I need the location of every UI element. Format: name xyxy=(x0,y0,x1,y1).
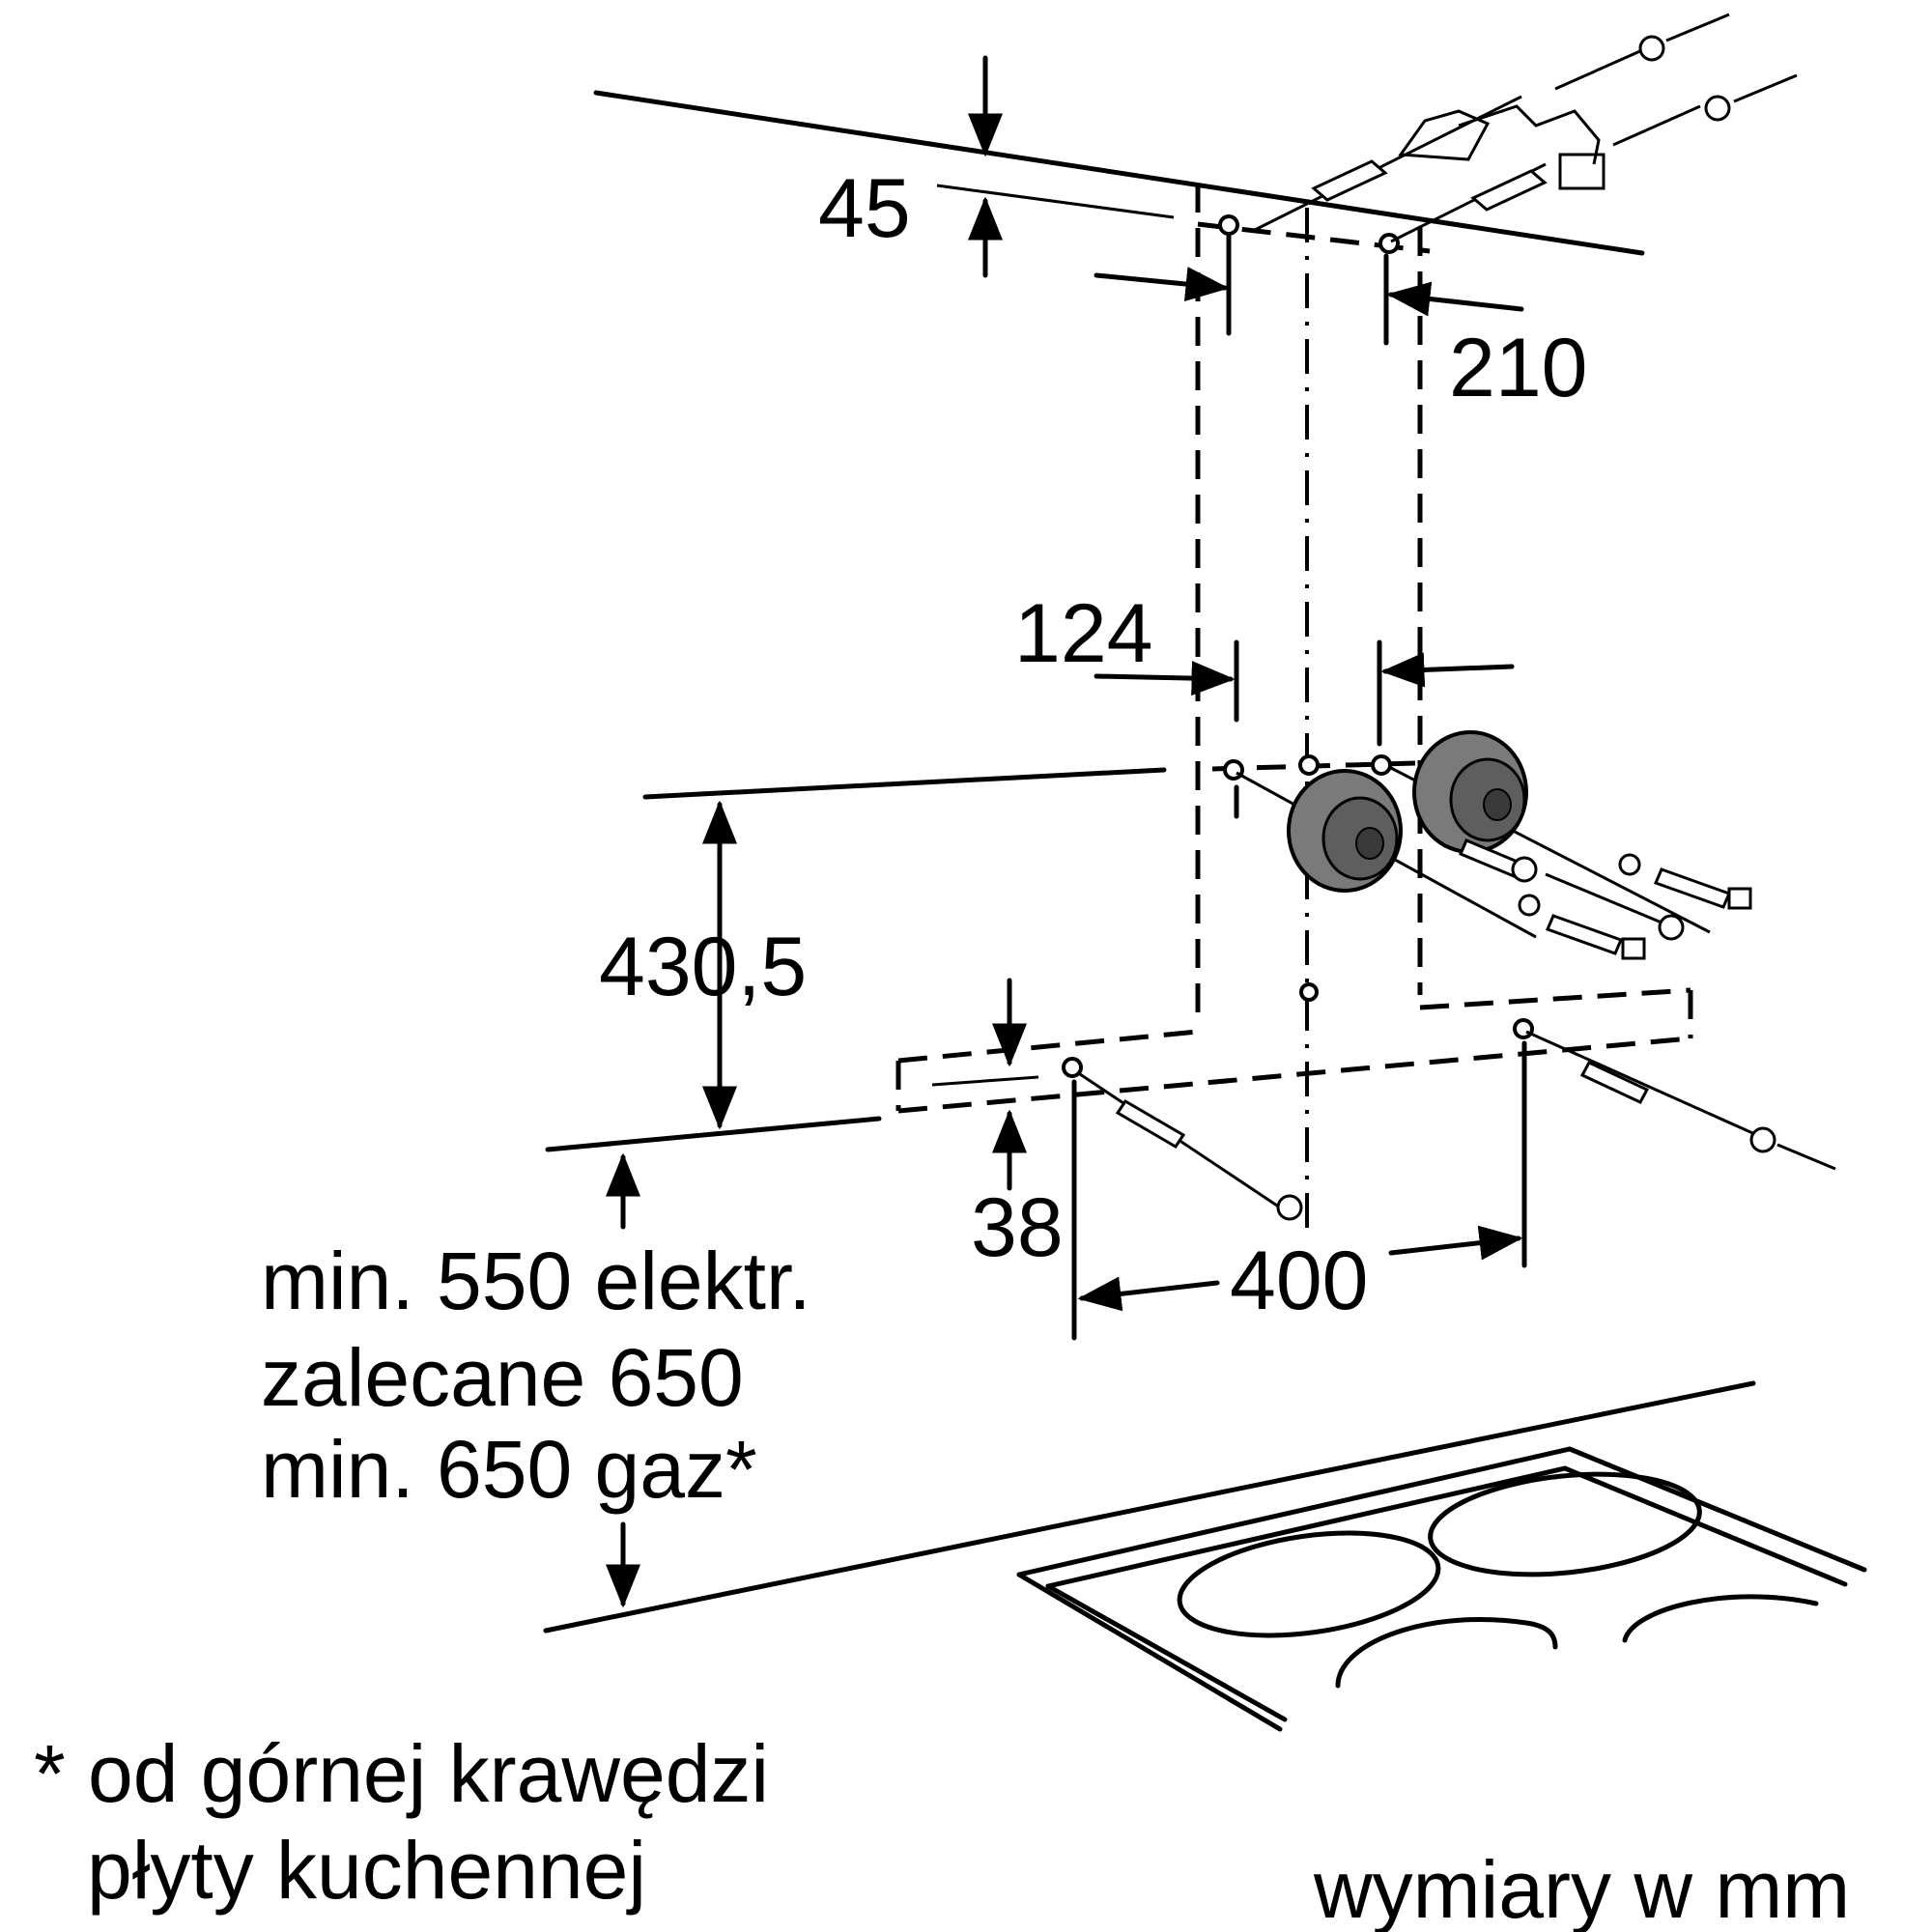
dim-430-label: 430,5 xyxy=(599,921,807,1013)
lower-screws xyxy=(1076,1030,1836,1221)
units-label: wymiary w mm xyxy=(1313,1844,1850,1932)
dim-124: 124 xyxy=(1014,587,1515,819)
dim-400: 400 xyxy=(1071,1040,1527,1341)
hood-outline xyxy=(895,982,1693,1114)
top-bracket xyxy=(1218,13,1798,254)
dim-45: 45 xyxy=(818,55,1175,278)
dim-400-label: 400 xyxy=(1230,1235,1369,1327)
dim-45-label: 45 xyxy=(818,162,911,255)
worktop-line xyxy=(543,1380,1756,1634)
footnote-line-2: płyty kuchennej xyxy=(87,1825,646,1916)
middle-screws xyxy=(1459,838,1752,960)
clearance-dim: min. 550 elektr. zalecane 650 min. 650 g… xyxy=(261,1152,811,1608)
clearance-line-2: zalecane 650 xyxy=(261,1332,744,1423)
grommet-right xyxy=(1412,730,1528,854)
clearance-line-1: min. 550 elektr. xyxy=(261,1236,811,1326)
dim-210-label: 210 xyxy=(1449,322,1588,414)
dim-430-5: 430,5 xyxy=(545,767,1167,1152)
footnote-line-1: * od górnej krawędzi xyxy=(34,1728,769,1819)
dim-210: 210 xyxy=(1094,234,1588,414)
dim-38-label: 38 xyxy=(971,1181,1064,1274)
cooktop xyxy=(1016,1446,1867,1732)
dim-38: 38 xyxy=(971,978,1064,1274)
dim-124-label: 124 xyxy=(1014,587,1153,680)
ceiling-line xyxy=(593,90,1645,256)
clearance-line-3: min. 650 gaz* xyxy=(261,1424,757,1515)
grommet-left xyxy=(1287,769,1403,893)
